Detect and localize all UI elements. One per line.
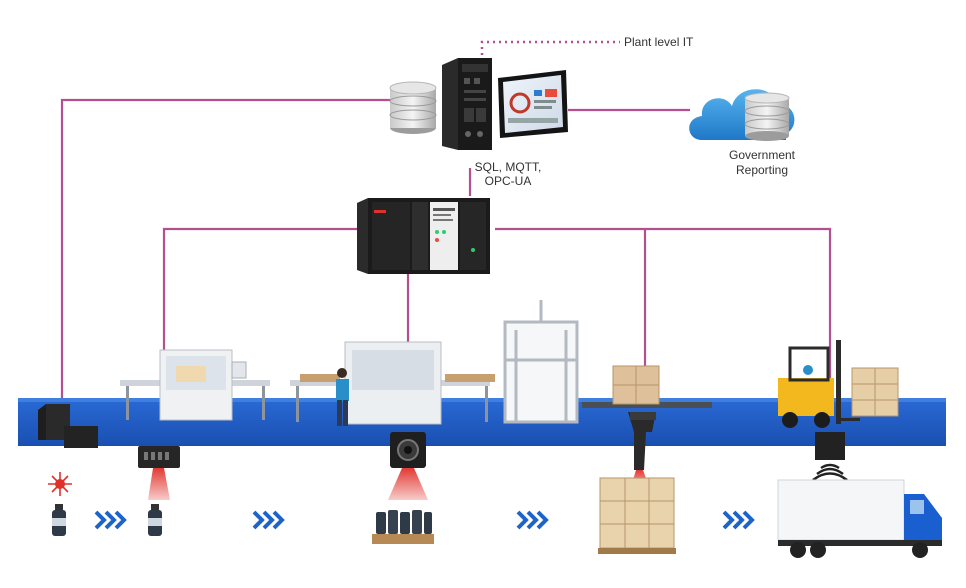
government-label-line2: Reporting: [735, 163, 789, 177]
chevron-right-icon: [94, 510, 127, 530]
link-plant-it: [480, 40, 620, 55]
camera-beam: [388, 468, 428, 500]
reader-beam: [148, 468, 170, 500]
rfid-reader-icon: [812, 432, 848, 482]
protocols-label-line1: SQL, MQTT,: [474, 160, 542, 174]
forklift-icon: [778, 340, 899, 428]
handheld-scanner-icon: [628, 412, 656, 470]
pallet-icon: [598, 477, 676, 554]
hmi-panel-icon: [498, 70, 568, 138]
chevron-right-icon: [252, 510, 285, 530]
cloud-database-icon: [689, 89, 795, 141]
truck-icon: [777, 479, 942, 558]
plc-controller-icon: [357, 198, 490, 274]
barcode-reader-icon: [138, 446, 180, 468]
chevron-right-icon: [516, 510, 549, 530]
plant-it-label: Plant level IT: [624, 35, 694, 49]
chevron-right-icon: [722, 510, 755, 530]
laser-marker-icon: [38, 404, 98, 448]
bottle-tray-icon: [372, 510, 434, 544]
palletizer: [503, 300, 579, 424]
vision-camera-icon: [390, 432, 426, 468]
link-db-to-laser: [60, 98, 390, 398]
bottle-icon: [148, 504, 162, 536]
case-packer: [290, 341, 495, 425]
bottle-icon: [52, 504, 66, 536]
protocols-label-line2: OPC-UA: [484, 174, 532, 188]
operator-figure: [336, 368, 349, 426]
labeling-machine: [120, 349, 270, 421]
database-icon: [389, 81, 437, 134]
pallet-conveyor: [582, 365, 712, 408]
laser-burst: [48, 472, 72, 496]
industrial-pc-icon: [442, 58, 492, 150]
government-label-line1: Government: [728, 148, 796, 162]
link-plc-to-scanner: [495, 227, 832, 430]
